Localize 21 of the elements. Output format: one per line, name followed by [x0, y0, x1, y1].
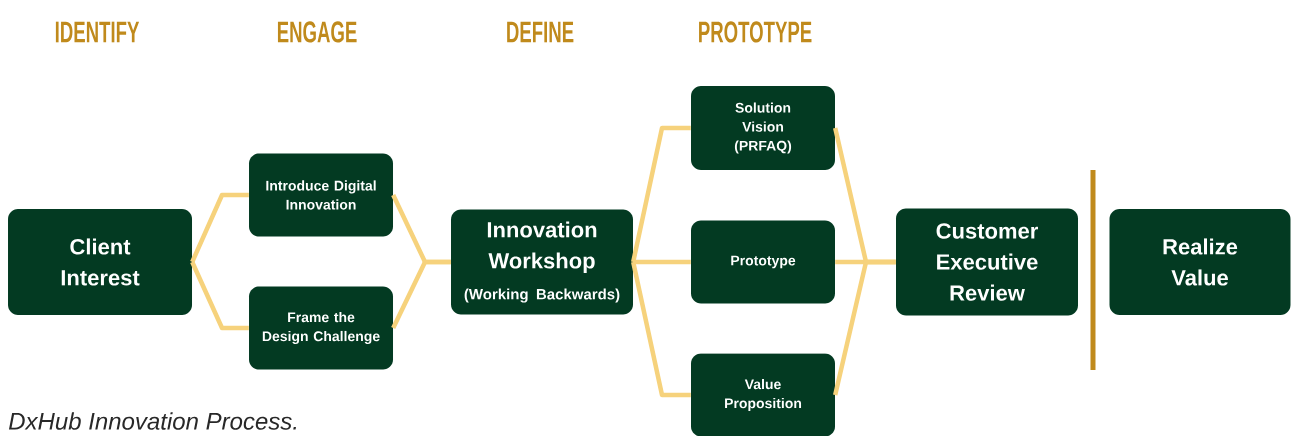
- process-box: Realize Value: [1109, 209, 1291, 315]
- process-box: Value Proposition: [691, 353, 835, 436]
- connector-line: [631, 261, 691, 398]
- process-box: Innovation Workshop (Working Backwards): [451, 209, 633, 315]
- process-box: Solution Vision (PRFAQ): [691, 86, 835, 170]
- process-box: Prototype: [691, 220, 835, 304]
- connector-line: [190, 192, 249, 263]
- caption: DxHub Innovation Process.: [8, 412, 297, 430]
- phase-heading: IDENTIFY: [55, 21, 140, 43]
- process-box: Client Interest: [8, 209, 192, 315]
- process-box: Customer Executive Review: [896, 208, 1078, 316]
- process-box: Frame the Design Challenge: [249, 286, 393, 370]
- connector-line: [391, 259, 451, 329]
- process-box: Introduce Digital Innovation: [249, 153, 393, 237]
- connector-line: [190, 261, 249, 331]
- phase-heading: PROTOTYPE: [699, 21, 812, 43]
- phase-heading: ENGAGE: [277, 21, 357, 43]
- connector-line: [631, 125, 691, 263]
- phase-heading: DEFINE: [507, 21, 574, 43]
- connector-line: [633, 259, 691, 265]
- connector-line: [833, 259, 896, 396]
